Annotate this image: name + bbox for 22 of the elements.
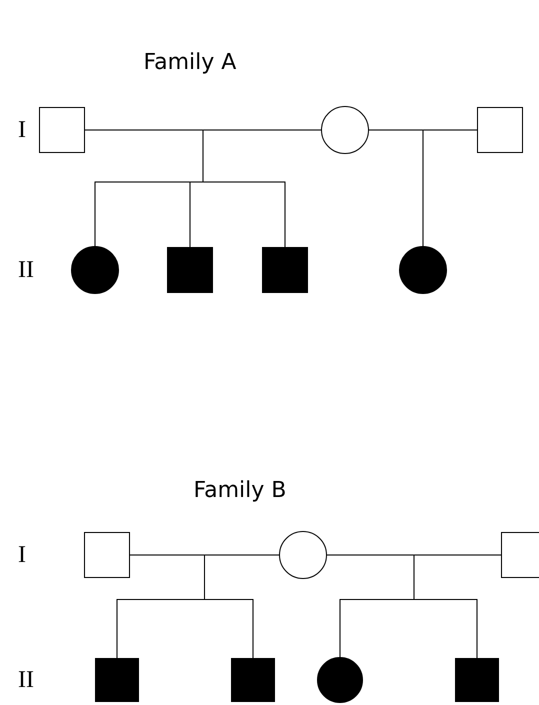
filled-circle-symbol <box>71 246 119 294</box>
square-symbol <box>84 532 130 578</box>
filled-circle-symbol <box>317 657 363 703</box>
descent-line <box>422 130 478 246</box>
filled-circle-symbol <box>399 246 447 294</box>
filled-square-symbol <box>262 247 308 293</box>
square-symbol <box>39 107 85 153</box>
generation-label: II <box>18 256 34 284</box>
square-symbol <box>477 107 523 153</box>
descent-line <box>204 554 280 658</box>
generation-label: I <box>18 542 26 568</box>
filled-square-symbol <box>167 247 213 293</box>
descent-line <box>414 554 502 658</box>
circle-symbol <box>321 106 369 154</box>
generation-label: II <box>18 666 34 694</box>
generation-label: I <box>18 116 26 144</box>
filled-square-symbol <box>95 658 139 702</box>
filled-square-symbol <box>231 658 275 702</box>
filled-square-symbol <box>455 658 499 702</box>
family-title: Family B <box>194 478 286 502</box>
family-title: Family A <box>144 50 236 74</box>
circle-symbol <box>279 531 327 579</box>
